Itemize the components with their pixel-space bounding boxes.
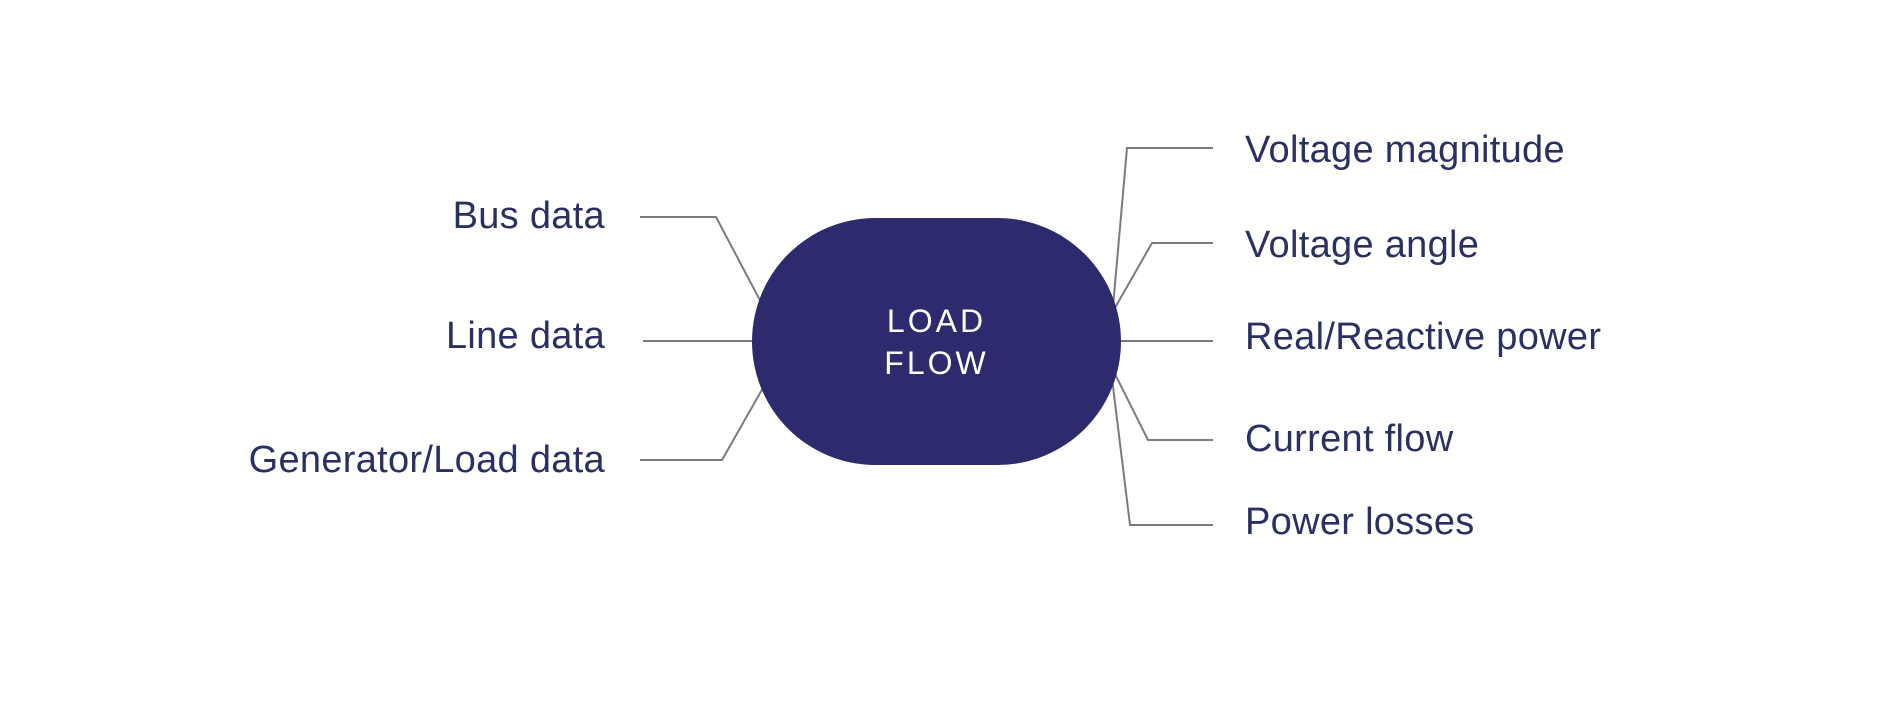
input-label-bus-data: Bus data xyxy=(452,195,605,237)
connector-generator-load-data xyxy=(640,371,773,461)
connector-voltage-angle xyxy=(1107,242,1213,321)
connector-bus-data xyxy=(640,216,773,324)
output-label-real-reactive-power: Real/Reactive power xyxy=(1245,316,1602,358)
input-label-line-data: Line data xyxy=(445,315,605,357)
connector-power-losses xyxy=(1109,361,1213,526)
output-label-power-losses: Power losses xyxy=(1245,501,1475,543)
connector-current-flow xyxy=(1107,359,1213,441)
output-label-voltage-angle: Voltage angle xyxy=(1245,224,1480,266)
output-label-current-flow: Current flow xyxy=(1245,418,1454,460)
output-label-voltage-magnitude: Voltage magnitude xyxy=(1245,129,1565,171)
load-flow-node xyxy=(752,218,1121,465)
input-label-generator-load-data: Generator/Load data xyxy=(248,439,605,481)
connector-voltage-magnitude xyxy=(1111,147,1213,319)
